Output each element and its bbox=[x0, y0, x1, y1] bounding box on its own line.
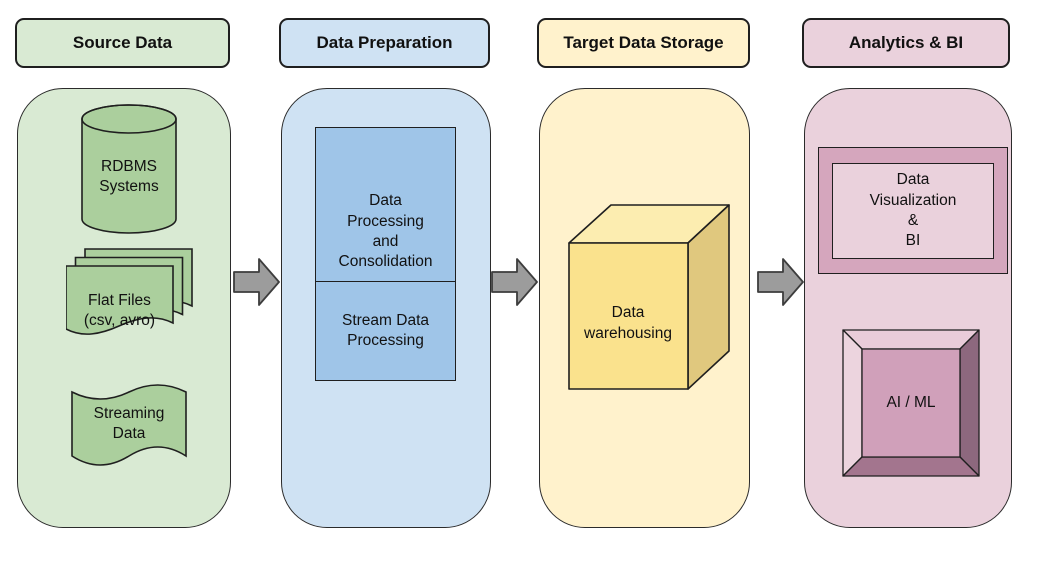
header-analytics-bi: Analytics & BI bbox=[802, 18, 1010, 68]
tape-shape-streaming-data bbox=[71, 384, 187, 466]
beveled-frame-shape-ai-ml bbox=[842, 329, 980, 477]
label-rdbms-systems: RDBMS Systems bbox=[99, 157, 159, 195]
cylinder-shape-rdbms bbox=[81, 104, 177, 234]
header-target-data-storage: Target Data Storage bbox=[537, 18, 750, 68]
box-stream-data-processing: Stream Data Processing bbox=[315, 281, 456, 381]
label-data-warehousing: Data warehousing bbox=[584, 304, 672, 342]
header-source-data-label: Source Data bbox=[72, 33, 173, 52]
label-data-processing-consolidation: Data Processing and Consolidation bbox=[338, 192, 433, 271]
label-data-visualization-bi: Data Visualization & BI bbox=[832, 163, 994, 259]
label-ai-ml: AI / ML bbox=[886, 393, 936, 411]
arrow-source-to-preparation bbox=[233, 258, 280, 306]
header-data-preparation-label: Data Preparation bbox=[316, 33, 453, 52]
header-source-data: Source Data bbox=[15, 18, 230, 68]
label-flat-files: Flat Files (csv, avro) bbox=[83, 291, 156, 329]
header-analytics-bi-label: Analytics & BI bbox=[848, 33, 964, 52]
label-stream-data-processing: Stream Data Processing bbox=[341, 311, 429, 349]
label-streaming-data: Streaming Data bbox=[93, 404, 165, 442]
arrow-storage-to-analytics bbox=[757, 258, 804, 306]
arrow-preparation-to-storage bbox=[491, 258, 538, 306]
document-stack-shape-flat-files bbox=[66, 248, 193, 335]
framed-box-data-visualization-bi: Data Visualization & BI bbox=[818, 147, 1008, 274]
header-target-data-storage-label: Target Data Storage bbox=[563, 33, 724, 52]
header-data-preparation: Data Preparation bbox=[279, 18, 490, 68]
cube-shape-data-warehousing bbox=[568, 204, 730, 390]
